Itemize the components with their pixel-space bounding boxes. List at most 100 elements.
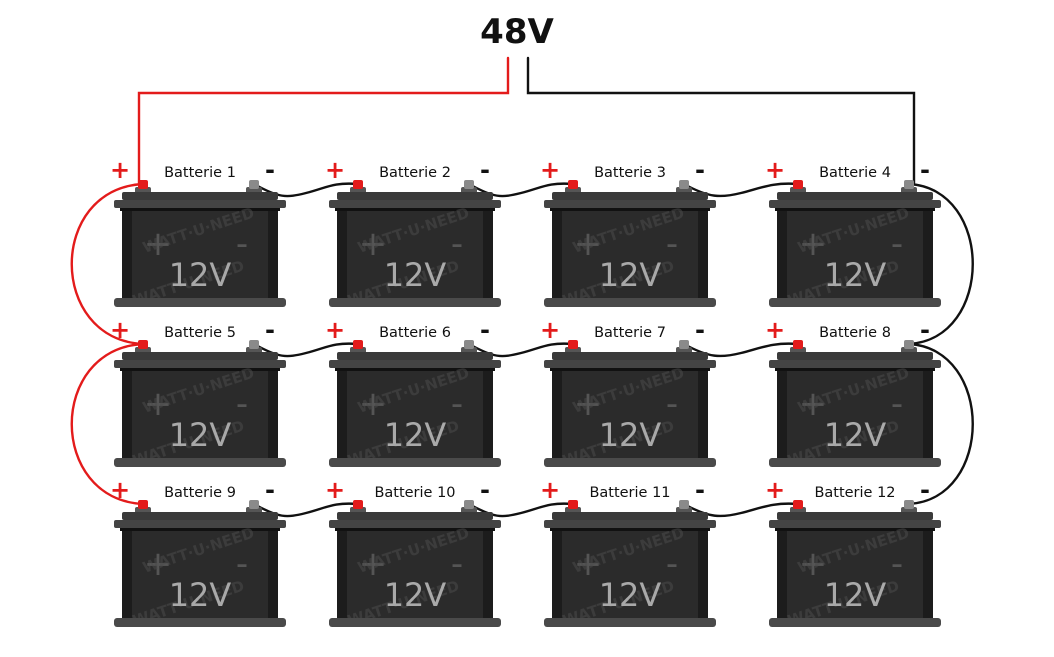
battery-side-left: [777, 371, 787, 460]
positive-marker: +: [110, 316, 130, 344]
battery-lid-top: [122, 512, 278, 520]
positive-marker: +: [325, 156, 345, 184]
battery-side-left: [337, 211, 347, 300]
battery-label: Batterie 4: [819, 165, 891, 181]
battery-label: Batterie 5: [164, 325, 236, 341]
main-positive-lead: [137, 56, 510, 186]
negative-marker: -: [695, 316, 705, 344]
battery-label: Batterie 6: [379, 325, 451, 341]
battery-lid-top: [122, 192, 278, 200]
battery-side-left: [552, 531, 562, 620]
battery-lid-shadow: [335, 208, 495, 211]
battery-body: [552, 531, 708, 620]
battery-voltage: 12V: [599, 256, 662, 294]
battery-voltage: 12V: [824, 256, 887, 294]
body-minus-symbol: -: [236, 544, 248, 584]
parallel-positive-wire: [70, 182, 145, 346]
battery-body: [777, 531, 933, 620]
battery-lid: [544, 360, 716, 368]
battery-base: [329, 618, 501, 627]
battery-base: [114, 458, 286, 467]
battery-lid: [329, 520, 501, 528]
negative-terminal: [679, 340, 689, 349]
negative-marker: -: [265, 476, 275, 504]
battery-base: [329, 298, 501, 307]
battery-lid-shadow: [550, 208, 710, 211]
battery-base: [769, 298, 941, 307]
battery-lid: [769, 360, 941, 368]
positive-terminal: [138, 500, 148, 509]
battery-lid-shadow: [335, 368, 495, 371]
positive-marker: +: [540, 156, 560, 184]
body-plus-symbol: +: [799, 384, 828, 424]
battery-voltage: 12V: [169, 416, 232, 454]
battery-side-left: [122, 371, 132, 460]
negative-marker: -: [920, 156, 930, 184]
negative-terminal: [249, 500, 259, 509]
battery-body: [337, 531, 493, 620]
body-minus-symbol: -: [451, 544, 463, 584]
battery-lid-shadow: [335, 528, 495, 531]
positive-terminal: [138, 340, 148, 349]
battery-side-right: [483, 531, 493, 620]
battery-voltage: 12V: [169, 576, 232, 614]
body-minus-symbol: -: [451, 224, 463, 264]
battery-base: [114, 298, 286, 307]
battery-lid-shadow: [775, 208, 935, 211]
battery-side-right: [268, 531, 278, 620]
battery-lid-top: [552, 192, 708, 200]
battery-voltage: 12V: [824, 576, 887, 614]
battery-voltage: 12V: [599, 576, 662, 614]
battery-lid: [114, 520, 286, 528]
battery-lid-shadow: [120, 368, 280, 371]
battery-body: [122, 371, 278, 460]
battery-side-right: [483, 211, 493, 300]
battery-lid-top: [552, 512, 708, 520]
output-voltage-title: 48V: [480, 12, 554, 52]
positive-terminal: [353, 180, 363, 189]
battery-lid-top: [552, 352, 708, 360]
battery-lid: [329, 360, 501, 368]
positive-terminal: [138, 180, 148, 189]
negative-marker: -: [480, 316, 490, 344]
battery-base: [544, 618, 716, 627]
positive-marker: +: [110, 476, 130, 504]
negative-marker: -: [695, 476, 705, 504]
positive-terminal: [793, 500, 803, 509]
positive-marker: +: [325, 476, 345, 504]
battery-label: Batterie 12: [814, 485, 895, 501]
battery-voltage: 12V: [169, 256, 232, 294]
negative-terminal: [464, 340, 474, 349]
battery-side-right: [698, 211, 708, 300]
positive-terminal: [568, 340, 578, 349]
body-minus-symbol: -: [666, 384, 678, 424]
battery-lid: [769, 520, 941, 528]
battery-body: [337, 211, 493, 300]
body-plus-symbol: +: [144, 544, 173, 584]
negative-terminal: [679, 180, 689, 189]
negative-marker: -: [480, 476, 490, 504]
battery-side-right: [483, 371, 493, 460]
negative-marker: -: [920, 476, 930, 504]
battery-side-left: [552, 211, 562, 300]
battery-label: Batterie 2: [379, 165, 451, 181]
positive-marker: +: [540, 476, 560, 504]
main-negative-lead: [526, 56, 916, 186]
body-minus-symbol: -: [891, 384, 903, 424]
battery-side-right: [268, 371, 278, 460]
body-plus-symbol: +: [359, 384, 388, 424]
battery-body: [777, 211, 933, 300]
positive-terminal: [353, 500, 363, 509]
battery-side-left: [122, 531, 132, 620]
body-plus-symbol: +: [359, 224, 388, 264]
battery-base: [769, 458, 941, 467]
battery-lid-top: [122, 352, 278, 360]
body-minus-symbol: -: [451, 384, 463, 424]
